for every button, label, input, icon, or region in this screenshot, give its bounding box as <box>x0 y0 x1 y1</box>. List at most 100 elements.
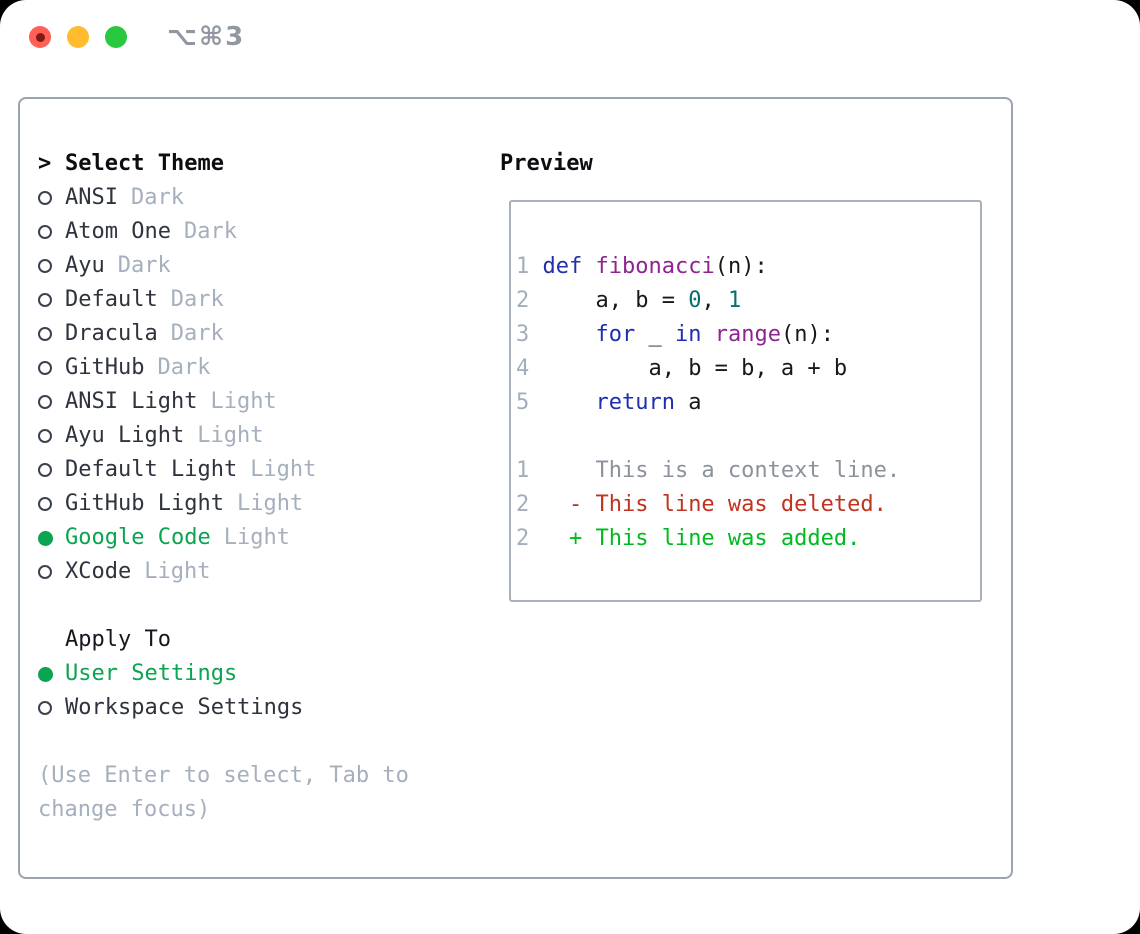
option-label: GitHub <box>65 355 145 380</box>
line-number: 5 <box>516 390 530 415</box>
code-token: _ <box>635 322 675 347</box>
radio-icon <box>38 395 52 409</box>
theme-selector-title: Select Theme <box>65 151 224 176</box>
code-token: fibonacci <box>595 254 715 279</box>
code-gap <box>529 254 542 279</box>
theme-option[interactable]: ANSI Dark <box>38 181 316 215</box>
line-number: 1 <box>516 254 530 279</box>
radio-icon <box>38 701 52 715</box>
code-gap <box>529 322 542 347</box>
preview-title: Preview <box>500 151 593 176</box>
close-button[interactable] <box>29 26 51 48</box>
radio-icon <box>38 293 52 307</box>
option-variant: Dark <box>170 287 224 312</box>
apply-option[interactable]: User Settings <box>38 657 303 691</box>
code-token <box>701 322 714 347</box>
theme-option[interactable]: Ayu Light Light <box>38 419 316 453</box>
code-token: for <box>595 322 636 347</box>
option-label: Google Code <box>65 525 211 550</box>
option-variant: Light <box>197 423 264 448</box>
option-label: ANSI Light <box>65 389 198 414</box>
radio-slot <box>38 395 65 409</box>
code-token: a, b = b, a + b <box>542 356 848 381</box>
radio-slot <box>38 259 65 273</box>
theme-option[interactable]: Google Code Light <box>38 521 316 555</box>
radio-icon <box>38 565 52 579</box>
code-token: , <box>701 288 728 313</box>
theme-option[interactable]: XCode Light <box>38 555 316 589</box>
radio-selected-icon <box>38 530 53 546</box>
code-line: 5 return a <box>516 386 900 420</box>
line-number: 2 <box>516 526 530 551</box>
radio-selected-icon <box>38 666 53 682</box>
radio-slot <box>38 293 65 307</box>
line-number: 3 <box>516 322 530 347</box>
option-variant: Dark <box>157 355 211 380</box>
radio-slot <box>38 463 65 477</box>
code-token <box>543 322 596 347</box>
radio-slot <box>38 327 65 341</box>
zoom-button[interactable] <box>105 26 127 48</box>
option-label: ANSI <box>65 185 118 210</box>
diff-text: + This line was added. <box>529 526 861 551</box>
option-variant: Light <box>223 525 290 550</box>
option-label: Ayu <box>65 253 105 278</box>
settings-panel <box>18 97 1013 879</box>
diff-text: This is a context line. <box>529 458 901 483</box>
option-label: Default Light <box>65 457 238 482</box>
option-label: Ayu Light <box>65 423 185 448</box>
code-line: 4 a, b = b, a + b <box>516 352 900 386</box>
option-variant: Light <box>144 559 211 584</box>
code-line: 3 for _ in range(n): <box>516 318 900 352</box>
theme-option[interactable]: Ayu Dark <box>38 249 316 283</box>
code-line: 2 a, b = 0, 1 <box>516 284 900 318</box>
theme-option[interactable]: GitHub Dark <box>38 351 316 385</box>
radio-slot <box>38 429 65 443</box>
window-title: ⌥⌘3 <box>167 22 246 52</box>
diff-line-added: 2 + This line was added. <box>516 522 900 556</box>
radio-slot <box>38 565 65 579</box>
option-label: XCode <box>65 559 132 584</box>
code-token: (n): <box>714 254 768 279</box>
radio-icon <box>38 191 52 205</box>
theme-selector-header: > Select Theme <box>38 147 316 181</box>
line-number: 4 <box>516 356 530 381</box>
code-token: in <box>674 322 702 347</box>
option-variant: Dark <box>183 219 237 244</box>
radio-icon <box>38 225 52 239</box>
blank-line <box>516 420 900 454</box>
radio-icon <box>38 327 52 341</box>
code-gap <box>529 288 542 313</box>
code-token: (n): <box>780 322 834 347</box>
option-label: Workspace Settings <box>65 695 304 720</box>
radio-slot <box>38 361 65 375</box>
code-gap <box>529 356 542 381</box>
option-variant: Dark <box>130 185 184 210</box>
code-token: a, b = <box>542 288 689 313</box>
radio-icon <box>38 259 52 273</box>
preview-pane <box>509 200 982 602</box>
code-token: 0 <box>688 288 702 313</box>
option-label: Dracula <box>65 321 158 346</box>
minimize-button[interactable] <box>67 26 89 48</box>
line-number: 2 <box>516 288 530 313</box>
focus-caret-icon: > <box>38 151 52 176</box>
option-variant: Dark <box>117 253 171 278</box>
option-variant: Light <box>236 491 304 516</box>
diff-line-deleted: 2 - This line was deleted. <box>516 488 900 522</box>
code-line: 1 def fibonacci(n): <box>516 250 900 284</box>
radio-slot <box>38 666 65 682</box>
apply-option[interactable]: Workspace Settings <box>38 691 303 725</box>
